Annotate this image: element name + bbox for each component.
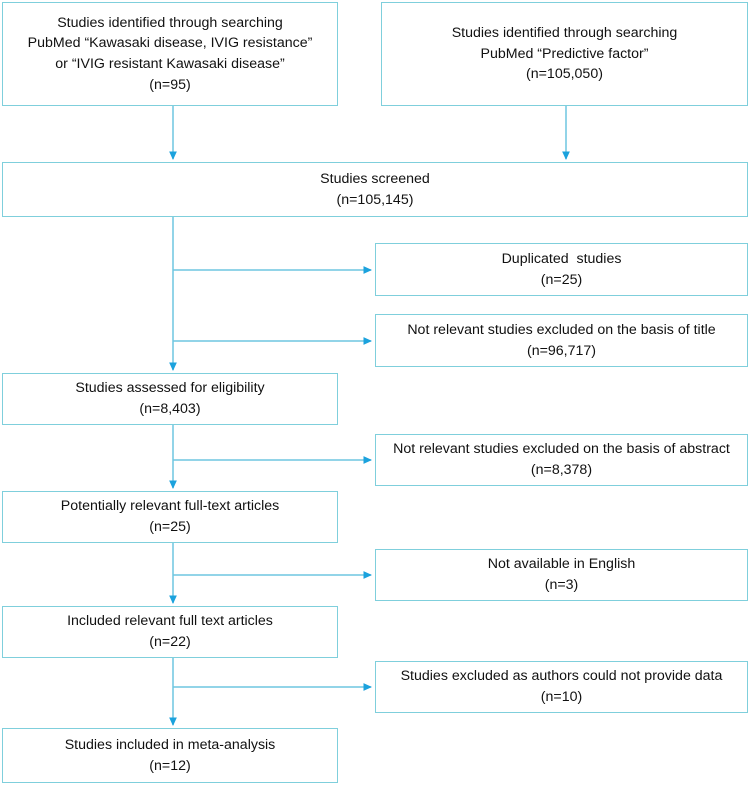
node-text-line: (n=105,050) — [526, 66, 603, 83]
node-text-line: (n=96,717) — [526, 342, 597, 359]
excluded-no-data-box: Studies excluded as authors could not pr… — [375, 661, 748, 713]
duplicated-studies-box: Duplicated studies (n=25) — [375, 243, 748, 296]
not-available-in-english-box: Not available in English (n=3) — [375, 549, 748, 601]
node-text-line: Studies identified through searching — [57, 14, 283, 31]
node-text-line: Studies identified through searching — [451, 25, 678, 42]
node-text-line: (n=8,403) — [139, 401, 201, 417]
studies-screened-box: Studies screened (n=105,145) — [2, 162, 748, 217]
node-text-line: Duplicated studies — [501, 250, 622, 267]
node-text-line: (n=22) — [149, 634, 191, 650]
node-text-line: PubMed “Predictive factor” — [480, 45, 649, 62]
node-text-line: (n=10) — [540, 689, 583, 705]
node-text-line: Studies excluded as authors could not pr… — [400, 668, 723, 685]
node-text-line: Included relevant full text articles — [67, 613, 273, 630]
node-text-line: Studies assessed for eligibility — [75, 380, 265, 397]
included-fulltext-articles-box: Included relevant full text articles (n=2… — [2, 606, 338, 658]
node-text-line: (n=95) — [149, 76, 191, 93]
node-text-line: Not relevant studies excluded on the bas… — [407, 321, 716, 338]
node-text-line: (n=105,145) — [336, 191, 414, 208]
potentially-relevant-fulltext-box: Potentially relevant full-text articles (… — [2, 491, 338, 543]
node-text-line: (n=8,378) — [530, 462, 593, 478]
node-text-line: (n=25) — [149, 519, 191, 535]
excluded-on-title-box: Not relevant studies excluded on the bas… — [375, 314, 748, 367]
node-text-line: Studies screened — [320, 170, 430, 187]
excluded-on-abstract-box: Not relevant studies excluded on the bas… — [375, 434, 748, 486]
node-text-line: Potentially relevant full-text articles — [60, 498, 280, 515]
node-text-line: Not available in English — [487, 556, 636, 573]
node-text-line: Studies included in meta-analysis — [64, 736, 276, 753]
node-text-line: (n=25) — [540, 271, 583, 288]
node-text-line: Not relevant studies excluded on the bas… — [393, 441, 730, 458]
assessed-for-eligibility-box: Studies assessed for eligibility (n=8,403… — [2, 373, 338, 425]
node-text-line: (n=3) — [544, 577, 579, 593]
included-in-meta-analysis-box: Studies included in meta-analysis (n=12) — [2, 728, 338, 783]
node-text-line: or “IVIG resistant Kawasaki disease” — [55, 56, 285, 72]
node-text-line: (n=12) — [149, 757, 191, 774]
node-text-line: PubMed “Kawasaki disease, IVIG resistanc… — [27, 35, 313, 52]
